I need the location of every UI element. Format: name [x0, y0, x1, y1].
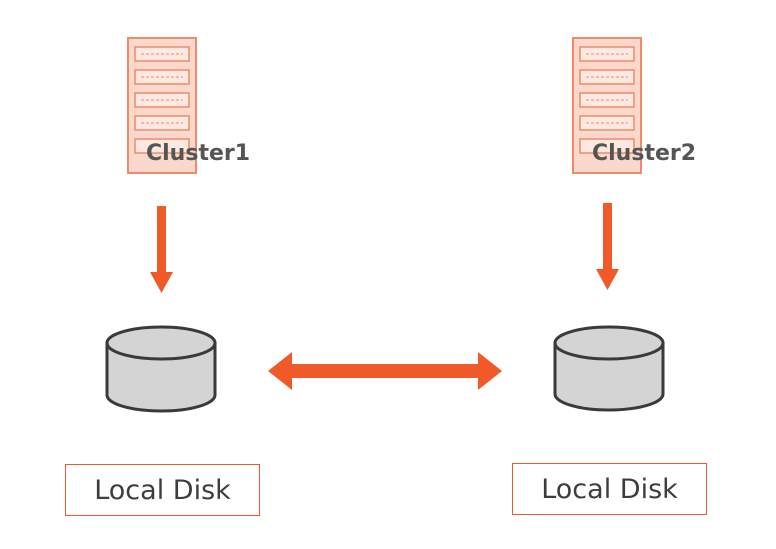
double-arrow: [268, 352, 502, 390]
local-disk-text: Local Disk: [541, 473, 678, 505]
local-disk-label-left: Local Disk: [65, 464, 260, 516]
arrow-down-right: [596, 203, 619, 290]
arrow-down-left: [150, 206, 173, 293]
disk-icon: [553, 325, 665, 412]
server-rack-icon: [127, 37, 197, 174]
cluster2-label: Cluster2: [592, 141, 696, 166]
local-disk-label-right: Local Disk: [512, 463, 707, 515]
local-disk-text: Local Disk: [94, 474, 231, 506]
cluster1-label: Cluster1: [146, 141, 250, 166]
server-rack-icon: [572, 37, 642, 174]
disk-icon: [105, 325, 217, 413]
